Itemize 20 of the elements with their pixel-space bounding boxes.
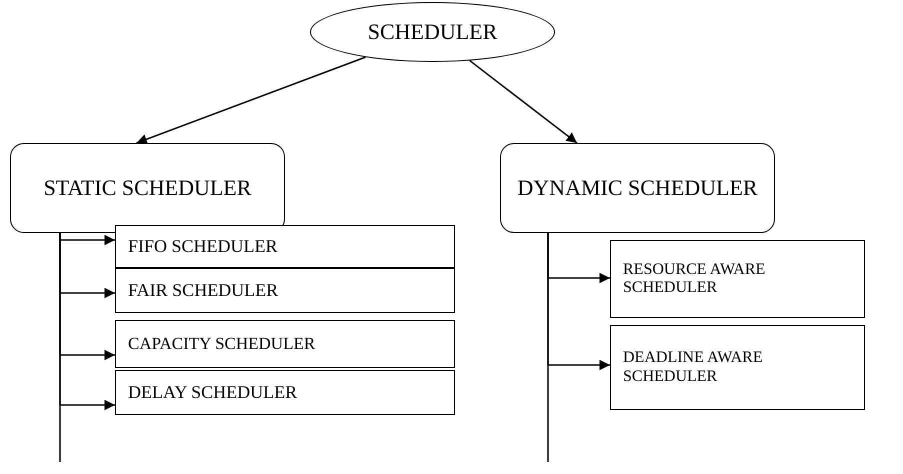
process-box: [610, 240, 865, 318]
arrow: [469, 60, 578, 144]
process-box: [115, 225, 455, 268]
process-box: [115, 268, 455, 313]
arrow: [59, 233, 115, 246]
node-label: FAIR SCHEDULER: [128, 280, 278, 301]
rounded-box: [10, 143, 285, 233]
node-label: DELAY SCHEDULER: [128, 382, 298, 403]
node-label: SCHEDULER: [368, 19, 498, 45]
arrow: [136, 56, 366, 144]
process-box: [610, 325, 865, 410]
node-label: CAPACITY SCHEDULER: [128, 334, 316, 354]
node-label: DYNAMIC SCHEDULER: [517, 175, 758, 201]
node-label: DEADLINE AWARE SCHEDULER: [623, 349, 764, 386]
process-box: [115, 320, 455, 368]
node-label: FIFO SCHEDULER: [128, 236, 278, 257]
node-label: STATIC SCHEDULER: [44, 175, 252, 201]
process-box: [115, 370, 455, 415]
node-label: RESOURCE AWARE SCHEDULER: [623, 260, 766, 298]
rounded-box: [500, 143, 775, 233]
